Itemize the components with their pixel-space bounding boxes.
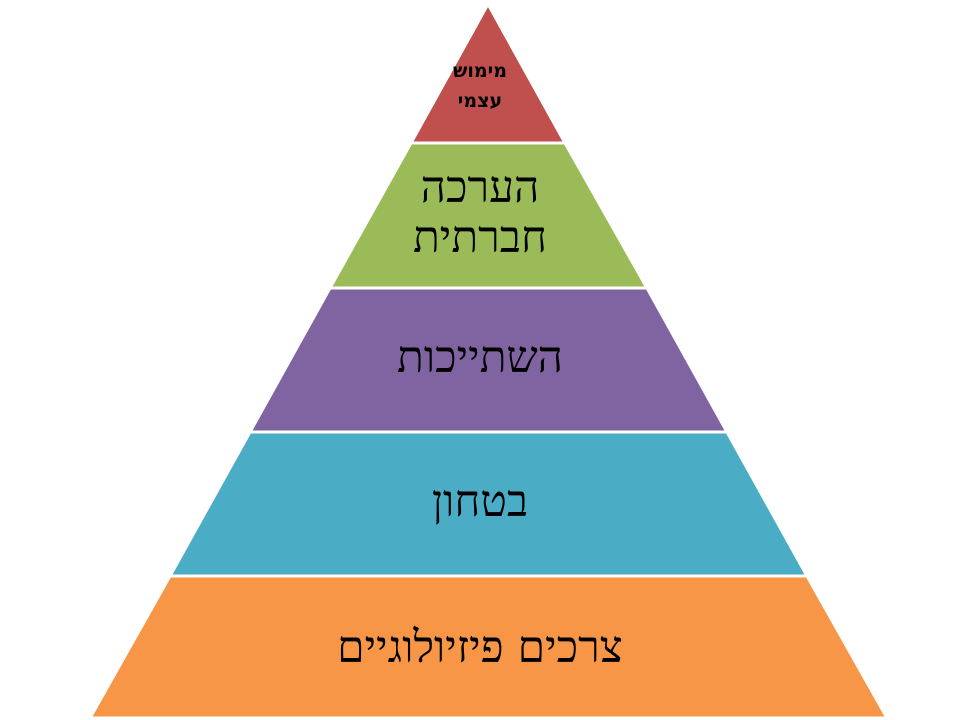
level-self-actualization-line-1: מימוש	[452, 60, 508, 82]
level-physiological-label: צרכים פיזיולוגיים	[0, 618, 960, 678]
level-physiological-shape	[87, 574, 890, 720]
level-safety-line-1: בטחון	[431, 476, 529, 527]
level-belonging-label: השתייכות	[0, 331, 960, 385]
level-esteem-label: הערכה חברתית	[0, 163, 960, 263]
level-physiological-line-1: צרכים פיזיולוגיים	[337, 622, 623, 673]
level-safety-label: בטחון	[0, 475, 960, 529]
level-esteem-line-1: הערכה	[420, 162, 540, 213]
level-self-actualization-label: מימוש עצמי	[0, 56, 960, 116]
level-belonging-line-1: השתייכות	[397, 332, 563, 383]
level-esteem-line-2: חברתית	[412, 212, 548, 263]
level-self-actualization-line-2: עצמי	[457, 90, 503, 112]
